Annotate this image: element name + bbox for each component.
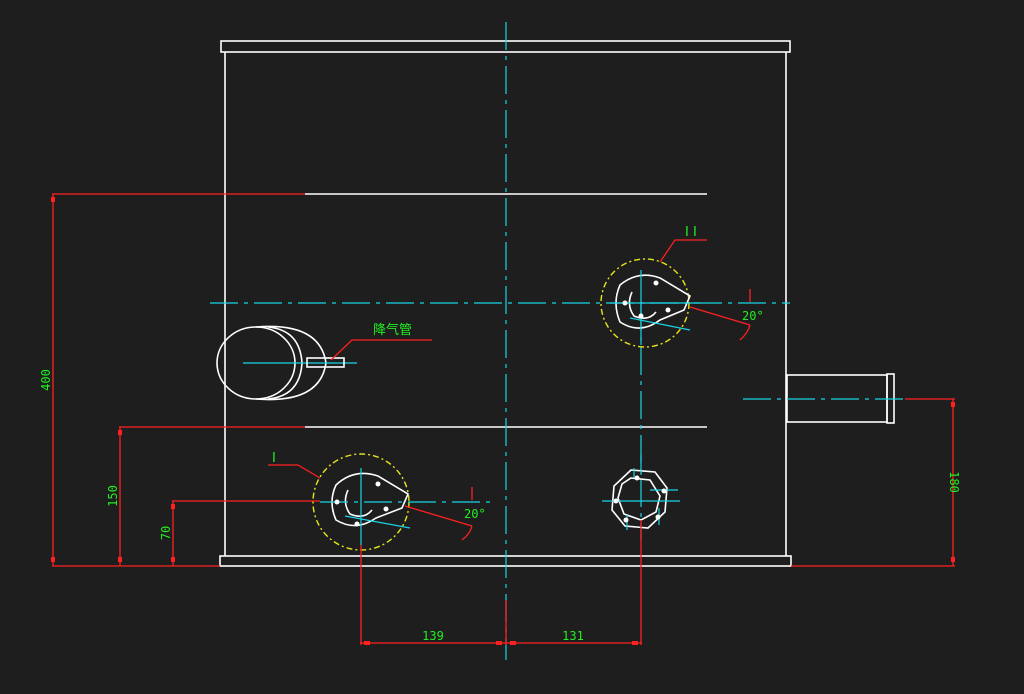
detail-II-leader (659, 239, 707, 263)
fitting-detail-I (312, 453, 490, 551)
dim-139: 139 (422, 629, 444, 643)
detail-II-label: I I (685, 225, 697, 240)
vent-pipe-leader (330, 339, 432, 361)
dimension-bottom-offsets: 139 131 (360, 520, 642, 645)
angle-II-value: 20° (742, 309, 764, 323)
angle-II-arc (739, 324, 751, 341)
angle-I-value: 20° (464, 507, 486, 521)
dimension-left-port-height: 150 (106, 426, 305, 566)
outlet-nozzle (743, 373, 905, 424)
dim-70: 70 (159, 526, 173, 540)
detail-I-leader (268, 464, 321, 479)
dimension-overall-height: 400 (39, 193, 305, 567)
dim-150: 150 (106, 485, 120, 507)
dimension-outlet-height: 180 (791, 398, 961, 567)
side-drum (216, 325, 357, 401)
detail-I-label: I (272, 451, 276, 466)
angle-I-arc (461, 525, 473, 541)
dim-131: 131 (562, 629, 584, 643)
dimension-lower-port-height: 70 (159, 500, 320, 566)
dim-180: 180 (947, 471, 961, 493)
dim-400: 400 (39, 369, 53, 391)
vent-pipe-label: 降气管 (373, 322, 412, 338)
fitting-detail-II (600, 258, 700, 348)
angle-II-leg (689, 306, 751, 326)
angle-I-leg (404, 505, 473, 527)
vent-pipe (306, 357, 345, 368)
